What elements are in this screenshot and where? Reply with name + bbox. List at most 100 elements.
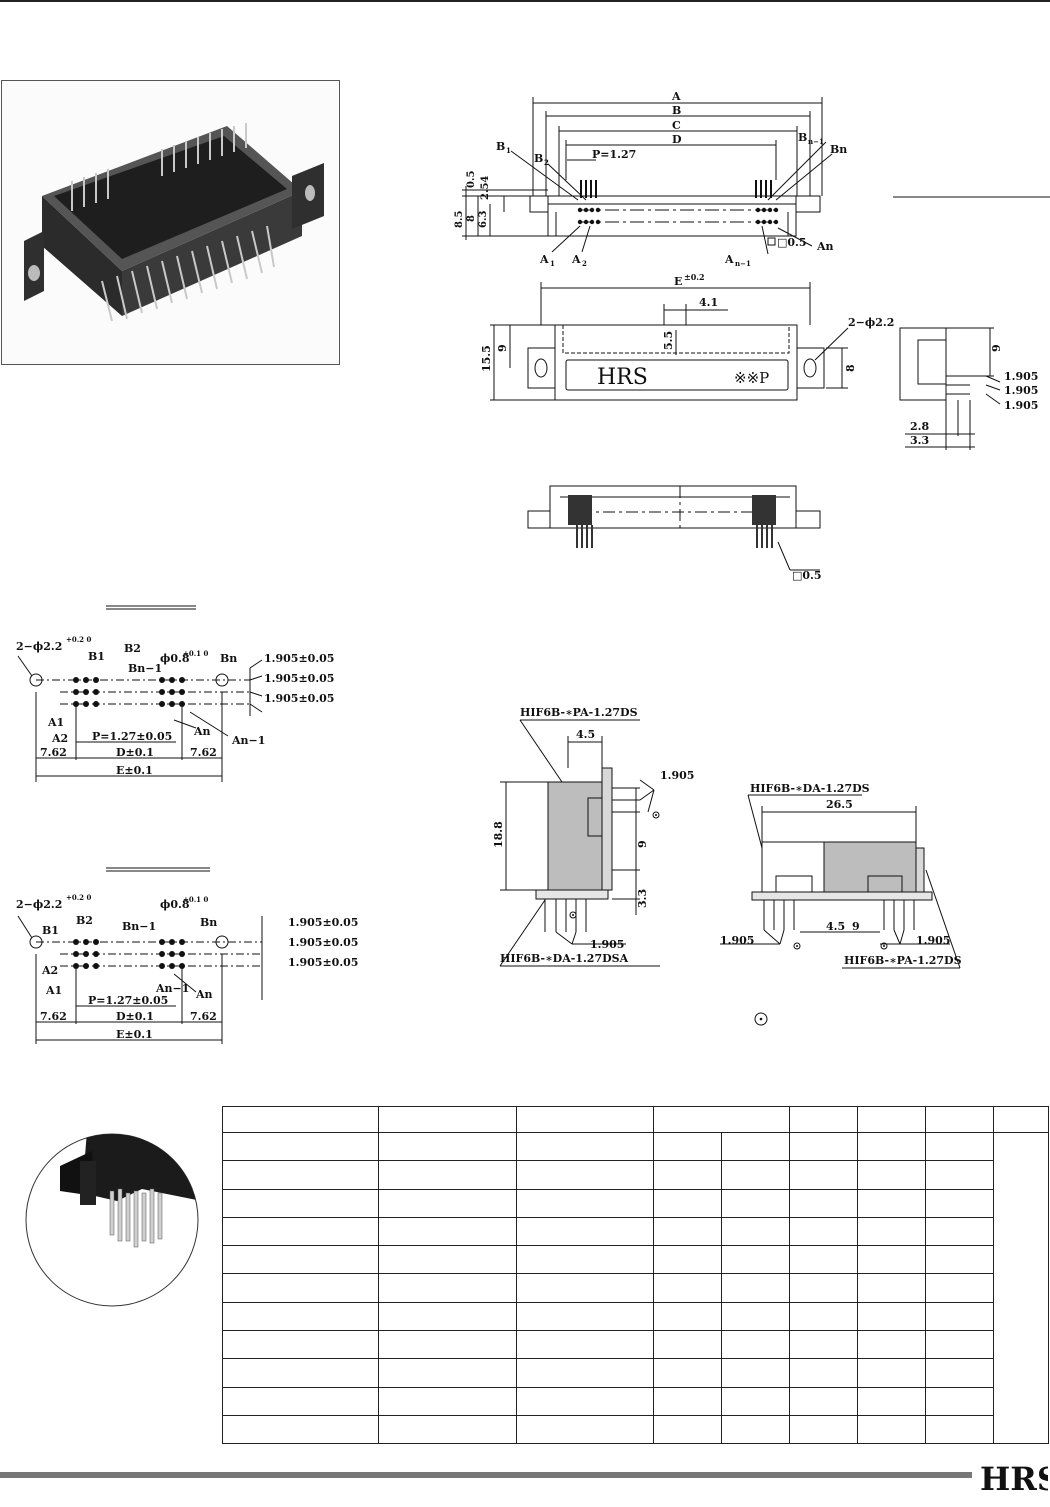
side-dim-33: 3.3 [910,434,929,447]
mating-left-1905: 1.905 [660,769,694,782]
table-row [222,1301,1049,1332]
table-row [222,1216,1049,1247]
dim-b: B [672,104,681,117]
table-row [222,1358,1049,1388]
pcb1-bn1: Bn−1 [128,662,162,675]
main-dimension-drawing: A B C D P=1.27 B 1 B 2 B n−1 Bn A 1 A 2 … [454,90,1050,582]
pcb2-a2: A2 [41,964,58,977]
pcb1-row-3: 1.905±0.05 [264,692,334,705]
label-bn1-sub: n−1 [808,137,824,146]
pcb1-hole-tol: +0.2 0 [66,635,91,644]
dim-9: 9 [496,344,509,352]
dim-41: 4.1 [699,296,718,309]
table-row [222,1414,1049,1445]
table-row [222,1273,1049,1303]
product-photo [1,80,340,365]
mount-hole-label: 2−ϕ2.2 [848,316,894,329]
dim-55: 5.5 [662,331,675,350]
footer-bar [0,1472,972,1478]
pcb1-b1: B1 [88,650,105,663]
dim-e-tol: ±0.2 [684,272,705,282]
pcb2-bn: Bn [200,916,217,929]
square-05: □0.5 [777,236,807,249]
pcb-layout-2: 2−ϕ2.2 +0.2 0 B1 B2 ϕ0.8 +0.1 0 Bn−1 Bn … [16,867,358,1044]
pcb1-bn: Bn [220,652,237,665]
pcb1-row-2: 1.905±0.05 [264,672,334,685]
pcb1-pitch: P=1.27±0.05 [92,730,172,743]
dim-254: 2.54 [480,176,491,200]
table-header-row [222,1106,1049,1133]
mating-left-top-label: HIF6B-∗PA-1.27DS [520,706,638,719]
label-a2-sub: 2 [582,259,587,268]
hrs-logo: HRS [980,1460,1048,1498]
dim-a: A [671,90,681,103]
mating-right-bottom-label: HIF6B-∗PA-1.27DS [844,954,962,967]
pcb-layout-1: 2−ϕ2.2 +0.2 0 B1 B2 ϕ0.8 +0.1 0 Bn−1 Bn … [16,605,334,782]
label-b2-sub: 2 [544,158,549,167]
label-an1-sub: n−1 [735,259,751,268]
pcb2-an: An [195,988,213,1001]
pcb2-pin-hole: ϕ0.8 [160,898,190,911]
mating-left-bottom-label: HIF6B-∗DA-1.27DSA [500,952,629,965]
side-dim-9: 9 [990,344,1003,352]
table-row [222,1386,1049,1416]
mating-right-1905-left: 1.905 [720,934,754,947]
label-an: An [816,240,834,253]
pitch-label: P=1.27 [592,148,636,161]
dim-155: 15.5 [480,345,493,372]
mating-right-45: 4.5 [826,920,845,933]
label-bn: Bn [830,143,847,156]
table-row [222,1131,1049,1445]
mating-left-45: 4.5 [576,728,595,741]
side-dim-28: 2.8 [910,420,929,433]
pcb2-762-right: 7.62 [190,1010,217,1023]
mating-right-top-label: HIF6B-∗DA-1.27DS [750,782,870,795]
top-rule [0,0,1050,2]
mating-diagrams: HIF6B-∗PA-1.27DS 4.5 1.905 18.8 9 3.3 1.… [492,706,962,1026]
dim-63: 6.3 [478,211,489,228]
table-row [222,1330,1049,1360]
pcb2-row-3: 1.905±0.05 [288,956,358,969]
pcb1-762-right: 7.62 [190,746,217,759]
pcb1-e: E±0.1 [116,764,153,777]
pcb1-a1: A1 [47,716,64,729]
side-pitch-1: 1.905 [1004,370,1038,383]
dim-c: C [672,119,681,132]
mating-left-188: 18.8 [492,821,505,848]
mating-right-265: 26.5 [826,798,853,811]
pcb2-hole: 2−ϕ2.2 [16,898,62,911]
pcb2-e: E±0.1 [116,1028,153,1041]
dim-e: E [674,275,682,288]
pcb2-bn1: Bn−1 [122,920,156,933]
label-b1: B [496,140,505,153]
dim-85: 8.5 [454,211,465,228]
pcb1-hole: 2−ϕ2.2 [16,640,62,653]
table-row [222,1160,1049,1190]
pcb2-b2: B2 [76,914,93,927]
pcb2-pitch: P=1.27±0.05 [88,994,168,1007]
pcb2-hole-tol: +0.2 0 [66,893,91,902]
label-a2: A [571,253,581,266]
label-bn1: B [798,131,807,144]
pcb1-a2: A2 [51,732,68,745]
pcb2-row-1: 1.905±0.05 [288,916,358,929]
pcb1-an1: An−1 [231,734,265,747]
label-a1-sub: 1 [550,259,555,268]
label-b2: B [534,152,543,165]
mating-right-1905-right: 1.905 [916,934,950,947]
table-row [222,1245,1049,1275]
dim-05: 0.5 [466,171,477,188]
pcb2-b1: B1 [42,924,59,937]
marking-logo: HRS [597,365,648,390]
connector-closeup-inset [25,1133,199,1307]
marking-pins: ※※P [734,369,769,387]
pcb1-an: An [193,725,211,738]
pcb1-row-1: 1.905±0.05 [264,652,334,665]
pcb1-762-left: 7.62 [40,746,67,759]
mating-left-33: 3.3 [636,889,649,908]
dim-8-right: 8 [844,364,857,372]
pcb2-pin-hole-tol: +0.1 0 [183,895,208,904]
side-pitch-2: 1.905 [1004,384,1038,397]
pcb1-pin-hole-tol: +0.1 0 [183,649,208,658]
side-pitch-3: 1.905 [1004,399,1038,412]
